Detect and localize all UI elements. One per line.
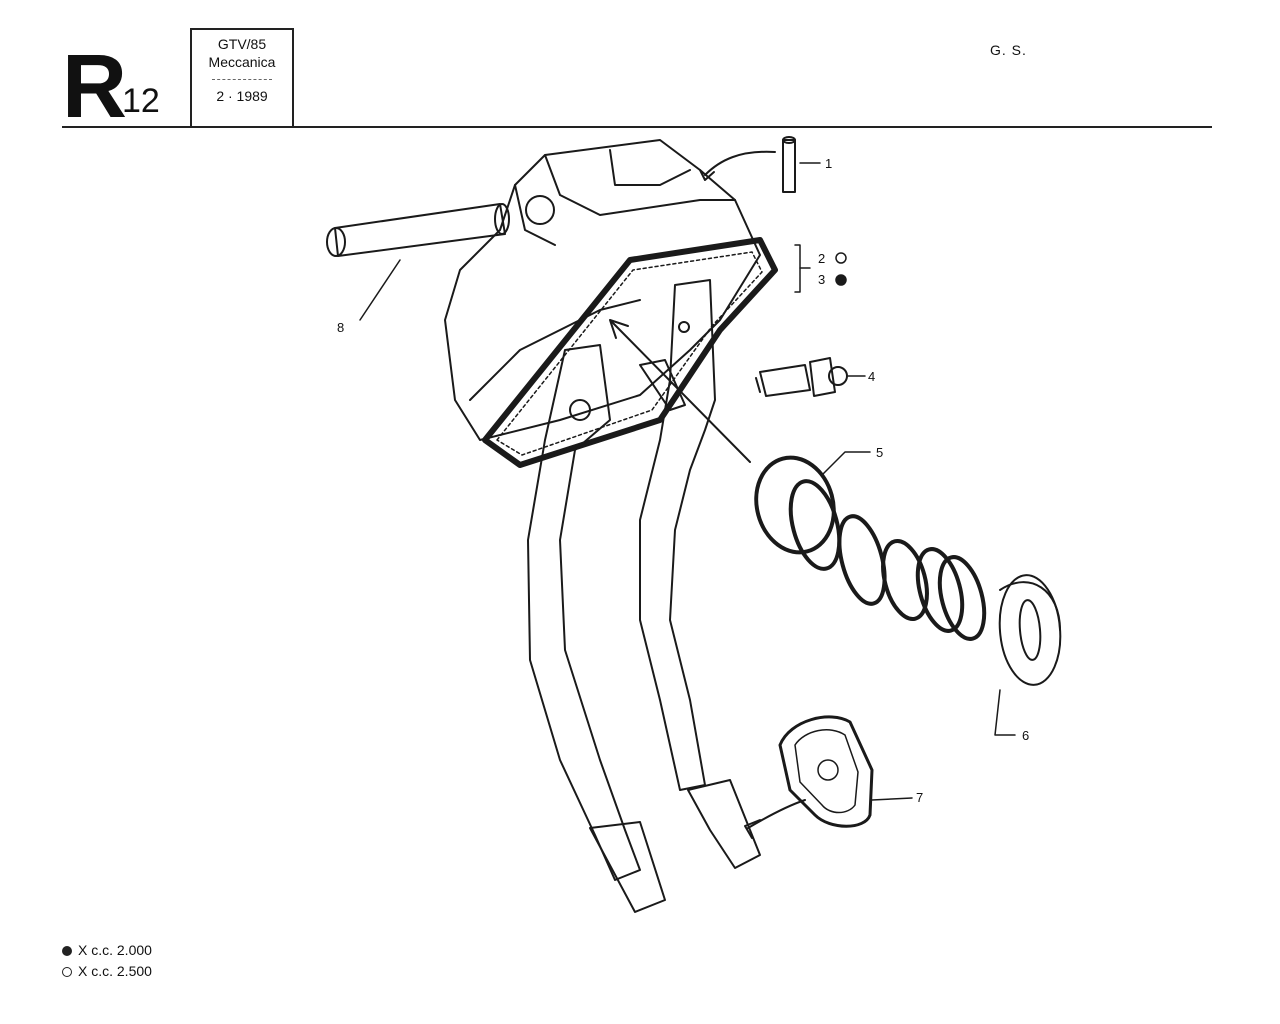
legend: X c.c. 2.000 X c.c. 2.500 [62, 940, 152, 982]
open-circle-marker [835, 252, 847, 264]
pivot-shaft [326, 203, 510, 257]
model-name: GTV/85 [217, 36, 267, 52]
group-name: Meccanica [208, 53, 276, 70]
pedal-pad [744, 715, 874, 839]
info-separator [212, 79, 272, 80]
filled-circle-icon [62, 945, 72, 956]
legend-label-2500: X c.c. 2.500 [78, 963, 152, 979]
callout-8: 8 [337, 320, 344, 335]
issue-date: 2 · 1989 [216, 88, 268, 104]
header-rule [62, 126, 1212, 128]
brake-pedal-arm [639, 279, 761, 869]
open-circle-icon [62, 966, 72, 977]
section-number: 12 [122, 82, 160, 120]
return-spring [754, 455, 987, 641]
callout-1: 1 [825, 156, 832, 171]
spring-seat-cup [998, 574, 1062, 686]
callout-6: 6 [1022, 728, 1029, 743]
author-initials: G. S. [990, 42, 1027, 58]
leader-lines [359, 162, 1016, 801]
legend-label-2000: X c.c. 2.000 [78, 942, 152, 958]
pedal-box-housing [444, 139, 761, 441]
gasket [482, 237, 778, 468]
clutch-pedal-arm [527, 344, 666, 913]
stop-light-switch [755, 357, 848, 397]
pin [699, 136, 796, 193]
callout-2: 2 [818, 251, 825, 266]
callout-5: 5 [876, 445, 883, 460]
callout-7: 7 [916, 790, 923, 805]
legend-row-2000: X c.c. 2.000 [62, 940, 152, 961]
legend-row-2500: X c.c. 2.500 [62, 961, 152, 982]
model-info-box: GTV/85 Meccanica 2 · 1989 [190, 28, 294, 127]
filled-circle-marker [835, 274, 847, 286]
spring-location-arrow [609, 319, 751, 463]
callout-4: 4 [868, 369, 875, 384]
callout-3: 3 [818, 272, 825, 287]
section-letter: R [62, 37, 127, 137]
